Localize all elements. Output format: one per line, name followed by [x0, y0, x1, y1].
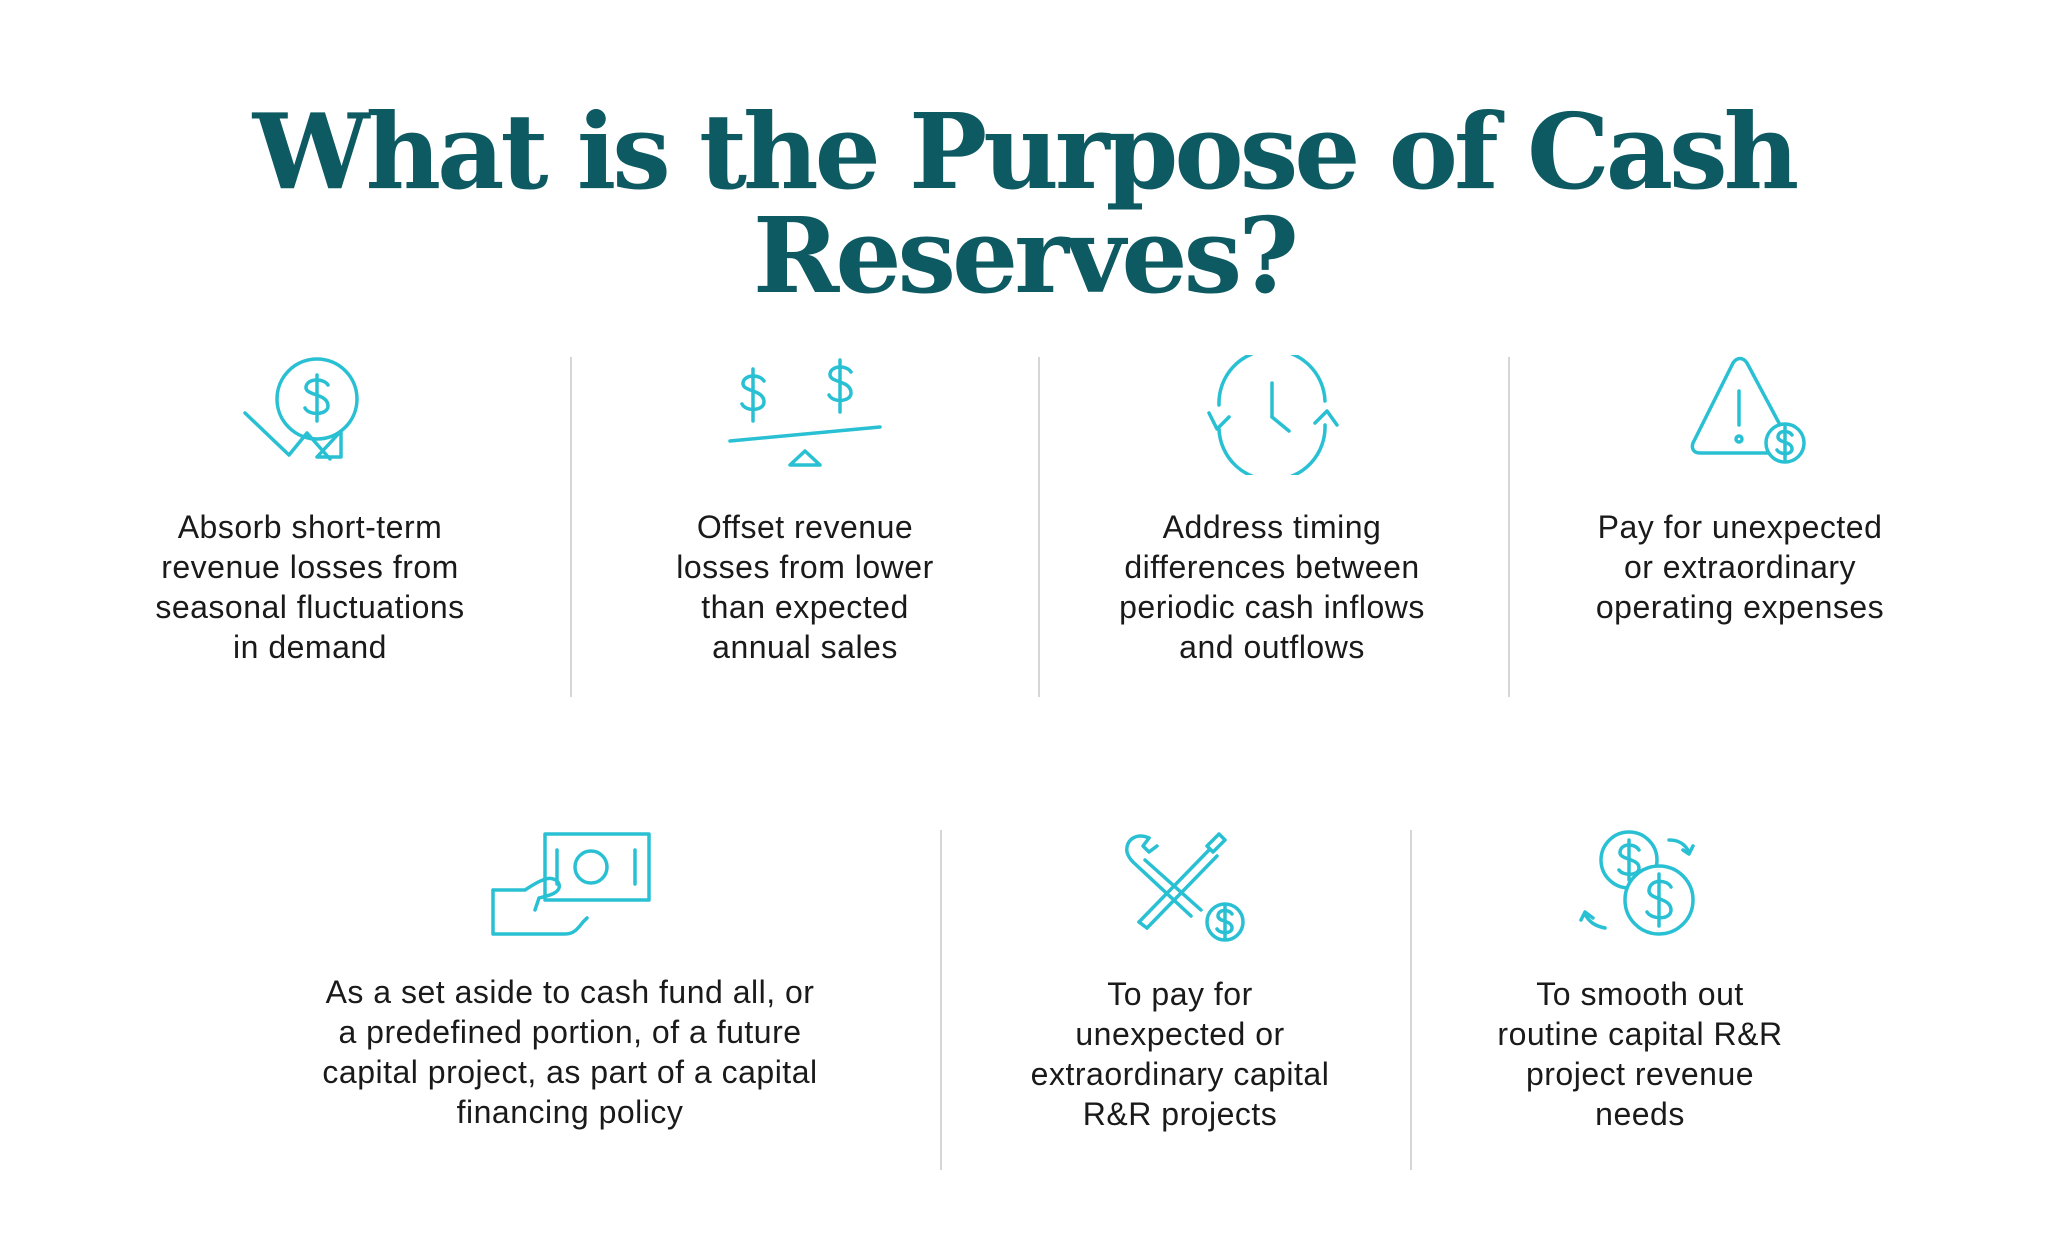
purpose-item-1: Absorb short-term revenue losses from se…: [110, 355, 510, 667]
divider: [1038, 357, 1040, 697]
purpose-item-4-text: Pay for unexpected or extraordinary oper…: [1595, 509, 1885, 625]
divider: [940, 830, 942, 1170]
dollar-scale-icon: [728, 358, 882, 467]
purpose-item-2-text: Offset revenue losses from lower than ex…: [676, 509, 934, 665]
dollar-down-arrow-icon: [243, 357, 359, 461]
clock-cycle-icon: [1207, 355, 1339, 475]
warning-dollar-icon: [1690, 356, 1806, 464]
purpose-item-1-text: Absorb short-term revenue losses from se…: [155, 509, 465, 665]
divider: [1508, 357, 1510, 697]
coins-cycle-icon: [1579, 830, 1695, 936]
purpose-item-7: To smooth out routine capital R&R projec…: [1440, 830, 1840, 1134]
purpose-item-2: Offset revenue losses from lower than ex…: [605, 355, 1005, 667]
purpose-item-4: Pay for unexpected or extraordinary oper…: [1540, 355, 1940, 627]
page-title: What is the Purpose of Cash Reserves?: [252, 90, 1800, 317]
purpose-item-5: As a set aside to cash fund all, or a pr…: [270, 830, 870, 1132]
purpose-item-3: Address timing differences between perio…: [1072, 355, 1472, 667]
purpose-item-3-text: Address timing differences between perio…: [1119, 509, 1425, 665]
tools-dollar-icon: [1125, 832, 1245, 942]
purpose-item-6-text: To pay for unexpected or extraordinary c…: [1030, 976, 1330, 1132]
hand-cash-icon: [491, 832, 651, 936]
purpose-item-5-text: As a set aside to cash fund all, or a pr…: [322, 974, 818, 1130]
purpose-item-6: To pay for unexpected or extraordinary c…: [980, 830, 1380, 1134]
divider: [570, 357, 572, 697]
divider: [1410, 830, 1412, 1170]
purpose-item-7-text: To smooth out routine capital R&R projec…: [1497, 976, 1783, 1132]
